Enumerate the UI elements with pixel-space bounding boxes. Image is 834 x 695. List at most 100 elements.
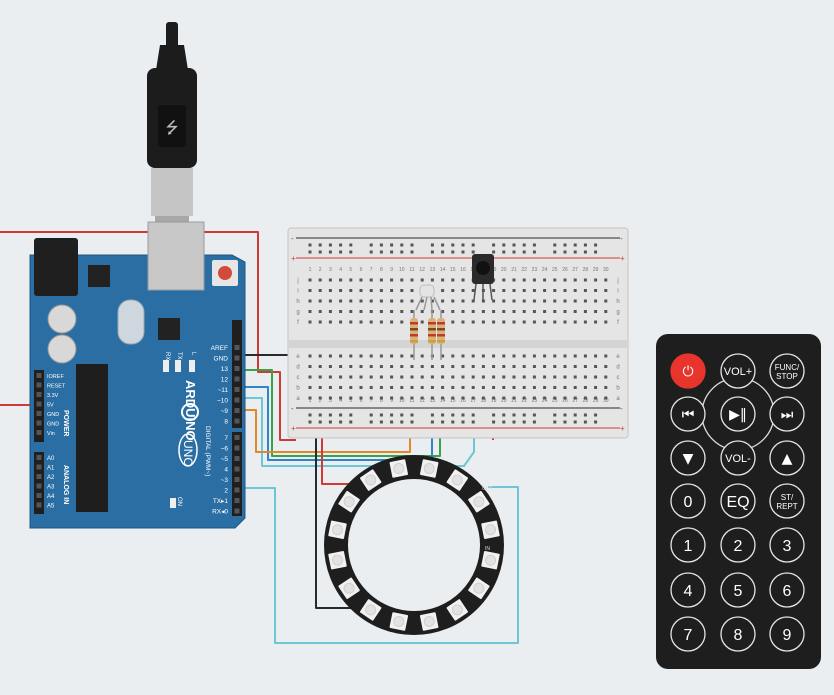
usb-port[interactable] bbox=[147, 221, 205, 291]
terminal-hole[interactable] bbox=[308, 354, 312, 358]
terminal-hole[interactable] bbox=[604, 320, 608, 324]
reset-button[interactable] bbox=[218, 266, 232, 280]
terminal-hole[interactable] bbox=[471, 386, 475, 389]
terminal-hole[interactable] bbox=[492, 386, 496, 389]
terminal-hole[interactable] bbox=[481, 365, 485, 368]
terminal-hole[interactable] bbox=[553, 310, 557, 313]
terminal-hole[interactable] bbox=[379, 320, 383, 324]
terminal-hole[interactable] bbox=[481, 354, 485, 358]
terminal-hole[interactable] bbox=[594, 375, 598, 379]
rail-hole[interactable] bbox=[553, 243, 557, 247]
terminal-hole[interactable] bbox=[543, 386, 547, 389]
terminal-hole[interactable] bbox=[451, 375, 455, 379]
terminal-hole[interactable] bbox=[512, 299, 516, 303]
terminal-hole[interactable] bbox=[604, 299, 608, 303]
terminal-hole[interactable] bbox=[308, 375, 312, 379]
terminal-hole[interactable] bbox=[481, 396, 485, 400]
terminal-hole[interactable] bbox=[318, 375, 322, 379]
terminal-hole[interactable] bbox=[441, 310, 445, 313]
terminal-hole[interactable] bbox=[492, 365, 496, 368]
terminal-hole[interactable] bbox=[328, 278, 332, 282]
terminal-hole[interactable] bbox=[441, 386, 445, 389]
pin-socket[interactable] bbox=[36, 455, 42, 460]
pin-socket[interactable] bbox=[234, 387, 240, 392]
terminal-hole[interactable] bbox=[553, 386, 557, 389]
terminal-hole[interactable] bbox=[502, 299, 506, 303]
terminal-hole[interactable] bbox=[522, 396, 526, 400]
rail-hole[interactable] bbox=[349, 413, 353, 417]
terminal-hole[interactable] bbox=[359, 396, 363, 400]
remote-button-up[interactable]: ▲ bbox=[769, 440, 805, 476]
terminal-hole[interactable] bbox=[339, 299, 343, 303]
remote-button-down[interactable]: ▼ bbox=[670, 440, 706, 476]
terminal-hole[interactable] bbox=[410, 386, 414, 389]
terminal-hole[interactable] bbox=[349, 310, 353, 313]
terminal-hole[interactable] bbox=[481, 299, 485, 303]
pin-socket[interactable] bbox=[234, 487, 240, 493]
neopixel-led[interactable] bbox=[481, 550, 500, 570]
rail-hole[interactable] bbox=[563, 250, 567, 254]
terminal-hole[interactable] bbox=[573, 289, 577, 292]
neopixel-led[interactable] bbox=[338, 577, 360, 600]
terminal-hole[interactable] bbox=[369, 386, 373, 389]
remote-button-4[interactable]: 4 bbox=[670, 572, 706, 608]
rail-hole[interactable] bbox=[430, 250, 434, 254]
rail-hole[interactable] bbox=[461, 250, 465, 254]
terminal-hole[interactable] bbox=[553, 299, 557, 303]
pin-socket[interactable] bbox=[234, 456, 240, 461]
terminal-hole[interactable] bbox=[328, 396, 332, 400]
terminal-hole[interactable] bbox=[430, 396, 434, 400]
terminal-hole[interactable] bbox=[369, 310, 373, 313]
pin-socket[interactable] bbox=[234, 508, 240, 514]
terminal-hole[interactable] bbox=[451, 354, 455, 358]
rail-hole[interactable] bbox=[318, 413, 322, 417]
terminal-hole[interactable] bbox=[451, 386, 455, 389]
terminal-hole[interactable] bbox=[502, 375, 506, 379]
terminal-hole[interactable] bbox=[604, 354, 608, 358]
terminal-hole[interactable] bbox=[512, 310, 516, 313]
rail-hole[interactable] bbox=[502, 250, 506, 254]
terminal-hole[interactable] bbox=[532, 365, 536, 368]
terminal-hole[interactable] bbox=[461, 320, 465, 324]
dc-power-jack[interactable] bbox=[34, 238, 78, 296]
terminal-hole[interactable] bbox=[573, 310, 577, 313]
terminal-hole[interactable] bbox=[451, 396, 455, 400]
terminal-hole[interactable] bbox=[492, 375, 496, 379]
rail-hole[interactable] bbox=[349, 243, 353, 247]
terminal-hole[interactable] bbox=[410, 310, 414, 313]
terminal-hole[interactable] bbox=[512, 375, 516, 379]
rail-hole[interactable] bbox=[308, 243, 312, 247]
terminal-hole[interactable] bbox=[359, 278, 363, 282]
terminal-hole[interactable] bbox=[594, 278, 598, 282]
remote-button-rewind[interactable]: ⏮ bbox=[670, 396, 706, 432]
terminal-hole[interactable] bbox=[451, 310, 455, 313]
breadboard[interactable]: -+-+-+-+11223344556677889910101111121213… bbox=[287, 227, 629, 439]
terminal-hole[interactable] bbox=[594, 396, 598, 400]
neopixel-led[interactable] bbox=[328, 550, 347, 570]
terminal-hole[interactable] bbox=[451, 365, 455, 368]
terminal-hole[interactable] bbox=[583, 310, 587, 313]
terminal-hole[interactable] bbox=[594, 310, 598, 313]
terminal-hole[interactable] bbox=[532, 299, 536, 303]
pin-socket[interactable] bbox=[234, 445, 240, 451]
terminal-hole[interactable] bbox=[512, 278, 516, 282]
rail-hole[interactable] bbox=[563, 420, 567, 424]
ir-receiver[interactable] bbox=[472, 254, 494, 301]
terminal-hole[interactable] bbox=[532, 396, 536, 400]
terminal-hole[interactable] bbox=[522, 310, 526, 313]
rail-hole[interactable] bbox=[583, 420, 587, 424]
terminal-hole[interactable] bbox=[410, 354, 414, 358]
rail-hole[interactable] bbox=[379, 243, 383, 247]
pin-socket[interactable] bbox=[36, 430, 42, 435]
pin-socket[interactable] bbox=[234, 376, 240, 382]
terminal-hole[interactable] bbox=[451, 299, 455, 303]
terminal-hole[interactable] bbox=[400, 354, 404, 358]
remote-button-vol[interactable]: VOL- bbox=[720, 440, 756, 476]
terminal-hole[interactable] bbox=[594, 354, 598, 358]
terminal-hole[interactable] bbox=[441, 299, 445, 303]
rail-hole[interactable] bbox=[308, 413, 312, 417]
terminal-hole[interactable] bbox=[502, 278, 506, 282]
terminal-hole[interactable] bbox=[543, 299, 547, 303]
rail-hole[interactable] bbox=[400, 420, 404, 424]
